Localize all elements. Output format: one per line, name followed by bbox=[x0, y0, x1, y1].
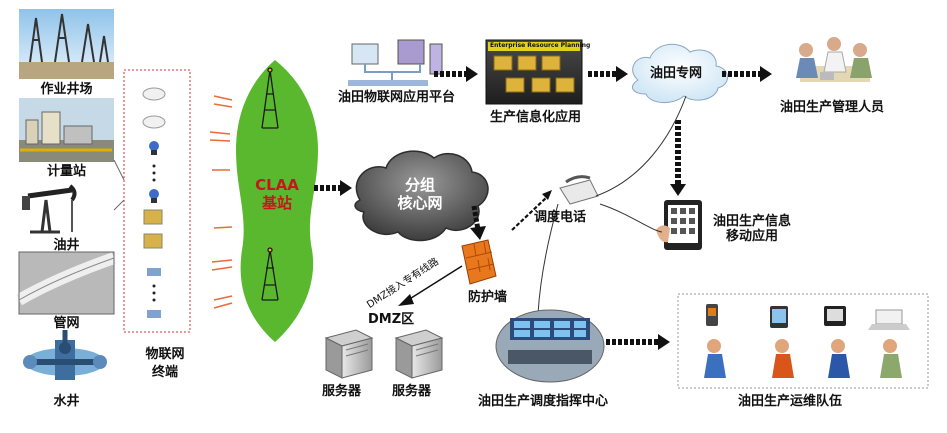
site-photo-waterwell bbox=[23, 330, 107, 380]
arrow-net-to-managers bbox=[722, 66, 772, 82]
command-center-label: 油田生产调度指挥中心 bbox=[478, 394, 609, 409]
site-label-wellsite: 作业井场 bbox=[40, 82, 93, 97]
base-station-label: CLAA 基站 bbox=[255, 176, 299, 212]
arrow-erp-to-net bbox=[588, 66, 628, 82]
site-label-waterwell: 水井 bbox=[53, 394, 80, 409]
phone-graphic bbox=[559, 175, 599, 205]
dispatch-phone-label: 调度电话 bbox=[534, 210, 587, 225]
arrow-base-to-core bbox=[314, 180, 352, 196]
site-photo-pipeline bbox=[16, 251, 116, 315]
core-network-label: 分组 核心网 bbox=[397, 176, 443, 212]
managers-graphic bbox=[796, 37, 872, 82]
tower-top bbox=[261, 67, 279, 129]
site-photo-wellsite bbox=[19, 9, 114, 79]
arrow-to-phone bbox=[511, 190, 552, 231]
server-label-1: 服务器 bbox=[322, 384, 362, 399]
private-net-cloud bbox=[631, 43, 728, 103]
thin-links bbox=[537, 95, 687, 315]
mobile-app-label: 油田生产信息 移动应用 bbox=[712, 214, 791, 244]
command-center-graphic bbox=[495, 309, 605, 383]
erp-banner: Enterprise Resource Planning bbox=[490, 42, 591, 49]
arrow-dmz bbox=[398, 265, 463, 306]
maintenance-label: 油田生产运维队伍 bbox=[738, 394, 843, 409]
server-1 bbox=[324, 329, 374, 379]
site-photo-oilwell bbox=[19, 180, 114, 238]
server-label-2: 服务器 bbox=[392, 384, 432, 399]
tower-bottom bbox=[261, 247, 279, 301]
private-net-label: 油田专网 bbox=[650, 66, 703, 81]
managers-label: 油田生产管理人员 bbox=[780, 100, 885, 115]
site-label-pipeline: 管网 bbox=[53, 316, 80, 331]
base-station-blob bbox=[236, 60, 318, 342]
maintenance-workers bbox=[704, 339, 902, 378]
maintenance-devices bbox=[706, 304, 910, 330]
arrow-net-to-mobile bbox=[670, 120, 686, 196]
site-label-oilwell: 油井 bbox=[53, 238, 80, 253]
arrow-command-to-team bbox=[606, 334, 670, 350]
terminal-box bbox=[123, 69, 191, 333]
mobile-graphic bbox=[656, 200, 702, 250]
terminal-devices bbox=[142, 87, 166, 318]
dmz-label: DMZ区 bbox=[368, 312, 415, 327]
erp-box bbox=[485, 39, 583, 105]
terminal-links bbox=[113, 159, 125, 211]
arrow-core-to-firewall bbox=[470, 205, 486, 240]
firewall-graphic bbox=[461, 239, 497, 285]
iot-platform-graphic bbox=[348, 39, 443, 86]
firewall-label: 防护墙 bbox=[468, 290, 508, 305]
site-photo-metering bbox=[19, 98, 114, 162]
core-network-cloud bbox=[354, 150, 489, 242]
terminal-label: 物联网 终端 bbox=[145, 347, 185, 380]
erp-label: 生产信息化应用 bbox=[490, 110, 582, 125]
radio-waves bbox=[209, 95, 233, 309]
site-label-metering: 计量站 bbox=[46, 164, 86, 179]
iot-platform-label: 油田物联网应用平台 bbox=[338, 90, 456, 105]
arrow-platform-to-erp bbox=[434, 66, 478, 82]
server-2 bbox=[394, 329, 444, 379]
